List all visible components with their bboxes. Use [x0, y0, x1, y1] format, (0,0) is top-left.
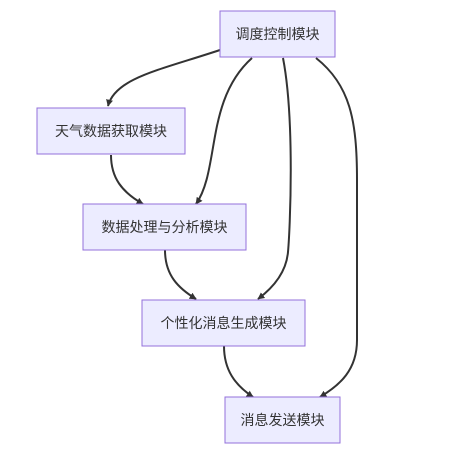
node-scheduler[interactable]: 调度控制模块	[219, 10, 336, 58]
node-data-process[interactable]: 数据处理与分析模块	[82, 203, 247, 251]
edge-scheduler-to-weather-fetch	[106, 49, 221, 107]
node-message-send[interactable]: 消息发送模块	[224, 396, 341, 444]
node-scheduler-label: 调度控制模块	[236, 27, 320, 43]
node-weather-fetch-label: 天气数据获取模块	[55, 124, 167, 140]
edge-message-gen-to-message-send	[223, 345, 254, 398]
edge-weather-fetch-to-data-process	[110, 154, 144, 205]
node-message-gen[interactable]: 个性化消息生成模块	[141, 299, 306, 347]
edge-data-process-to-message-gen	[164, 249, 197, 300]
node-message-gen-label: 个性化消息生成模块	[161, 315, 287, 332]
edge-scheduler-to-message-send	[315, 57, 358, 398]
edge-scheduler-to-data-process	[195, 57, 253, 205]
edge-scheduler-to-message-gen	[257, 57, 292, 300]
edges	[106, 49, 358, 398]
node-message-send-label: 消息发送模块	[241, 412, 325, 429]
node-data-process-label: 数据处理与分析模块	[102, 220, 228, 236]
node-weather-fetch[interactable]: 天气数据获取模块	[36, 107, 186, 155]
